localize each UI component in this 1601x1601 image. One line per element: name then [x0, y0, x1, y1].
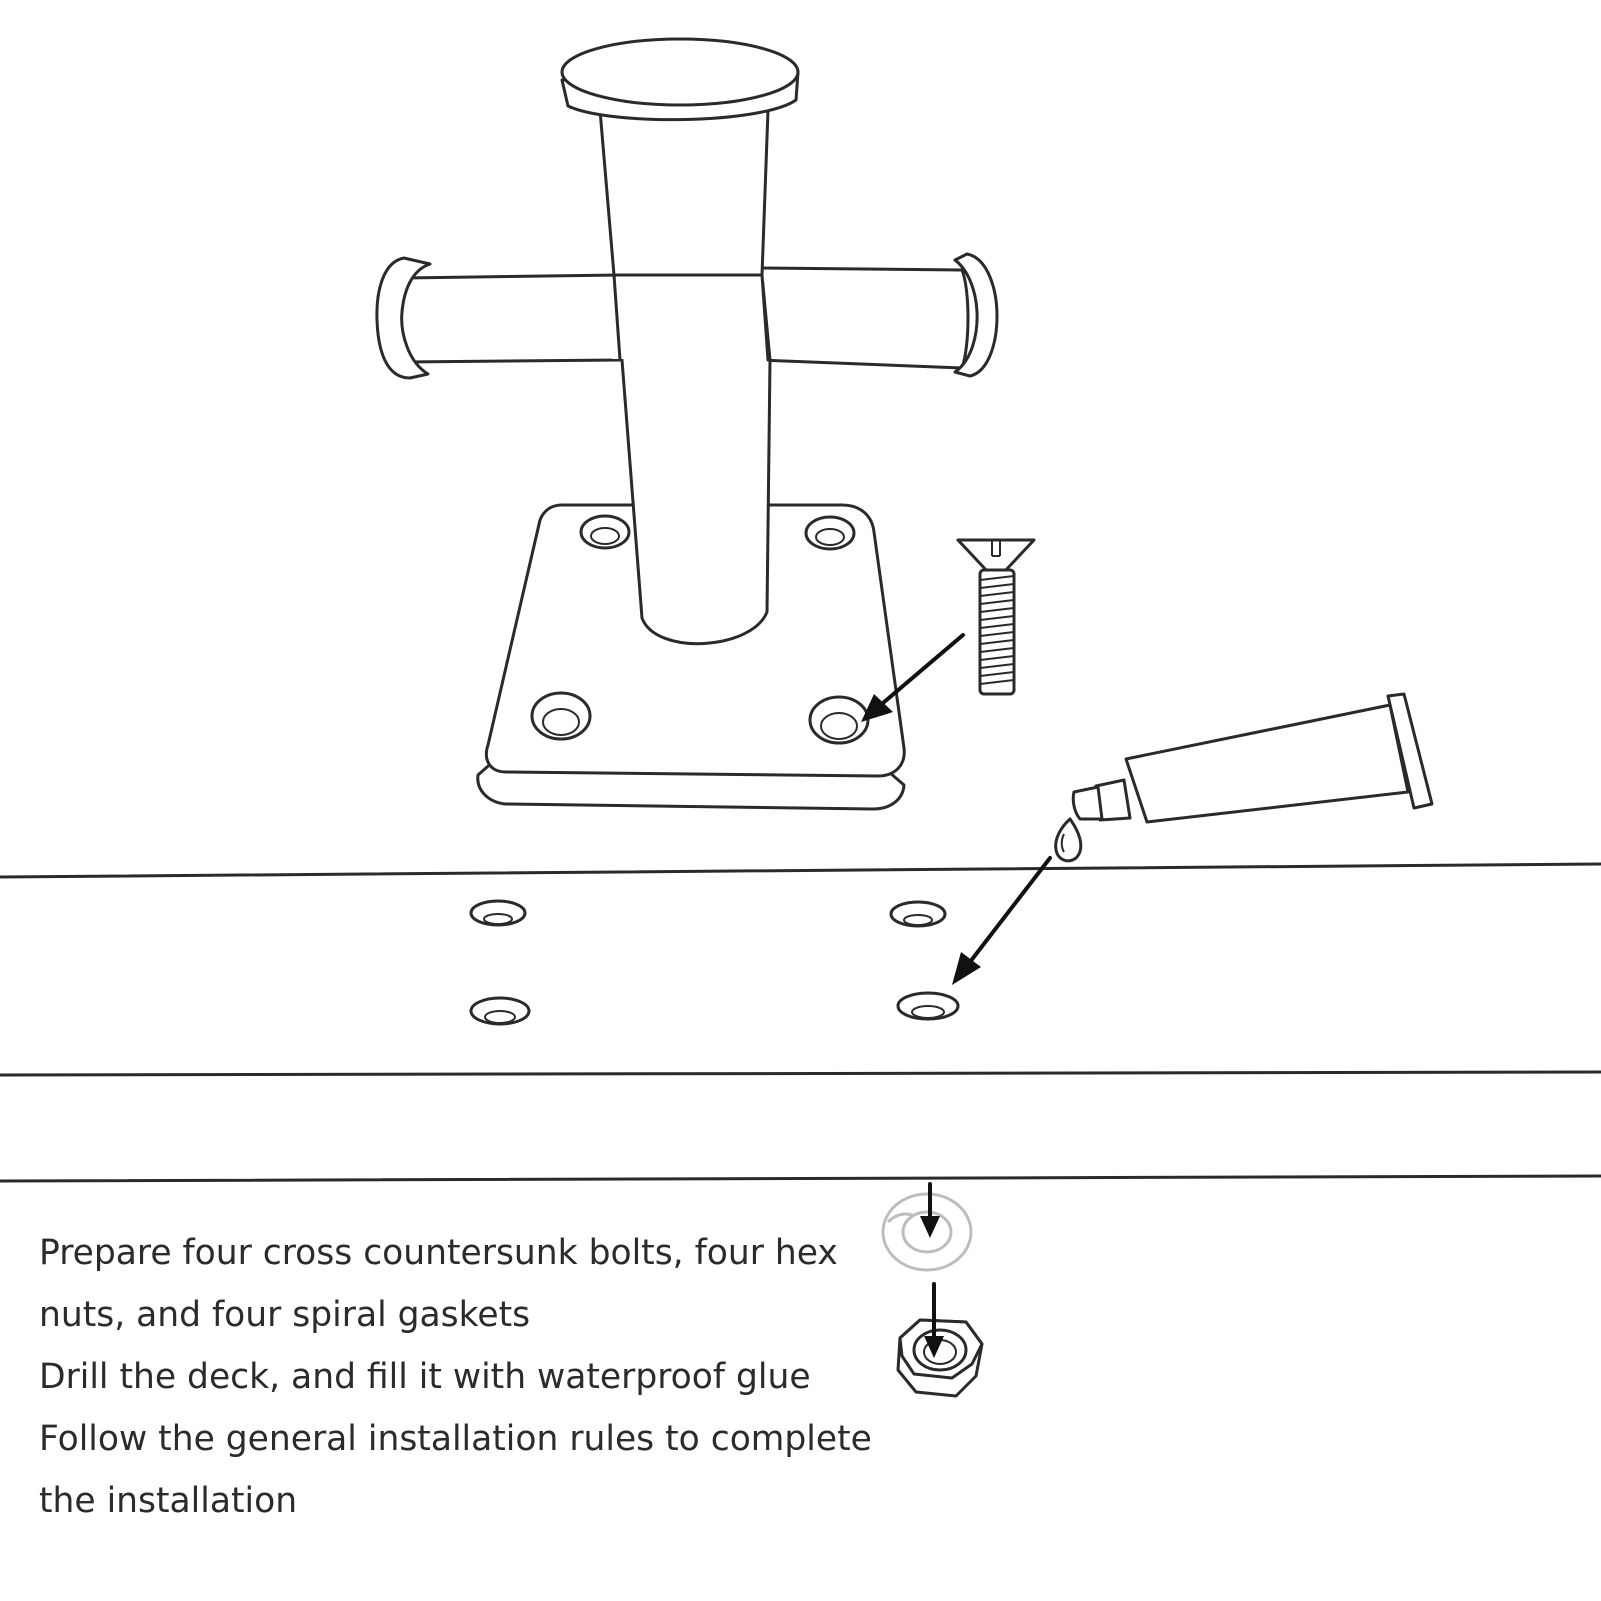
glue-tube-icon: [1054, 692, 1434, 863]
gasket-arrow: [920, 1182, 940, 1238]
bolt-insert-arrow: [861, 633, 965, 722]
deck-hole: [469, 899, 527, 927]
instruction-step-1: Prepare four cross countersunk bolts, fo…: [39, 1233, 838, 1335]
deck-hole: [889, 900, 947, 928]
cross-bollard-icon: [375, 37, 999, 811]
deck-holes: [469, 899, 960, 1026]
glue-fill-arrow: [952, 856, 1052, 985]
instruction-step-2: Drill the deck, and fill it with waterpr…: [39, 1357, 811, 1397]
deck-hole: [896, 991, 960, 1021]
deck-board: [0, 862, 1601, 1183]
instruction-step-3: Follow the general installation rules to…: [39, 1419, 872, 1521]
nut-arrow: [924, 1282, 944, 1358]
countersunk-bolt-icon: [956, 538, 1036, 696]
spiral-gasket-icon: [881, 1192, 973, 1272]
deck-hole: [469, 996, 531, 1026]
plate-hole: [530, 691, 592, 741]
plate-hole: [804, 515, 856, 551]
instruction-list: Prepare four cross countersunk bolts, fo…: [39, 1222, 879, 1532]
plate-hole: [579, 514, 631, 550]
plate-hole: [808, 695, 870, 745]
hex-nut-icon: [896, 1318, 984, 1398]
